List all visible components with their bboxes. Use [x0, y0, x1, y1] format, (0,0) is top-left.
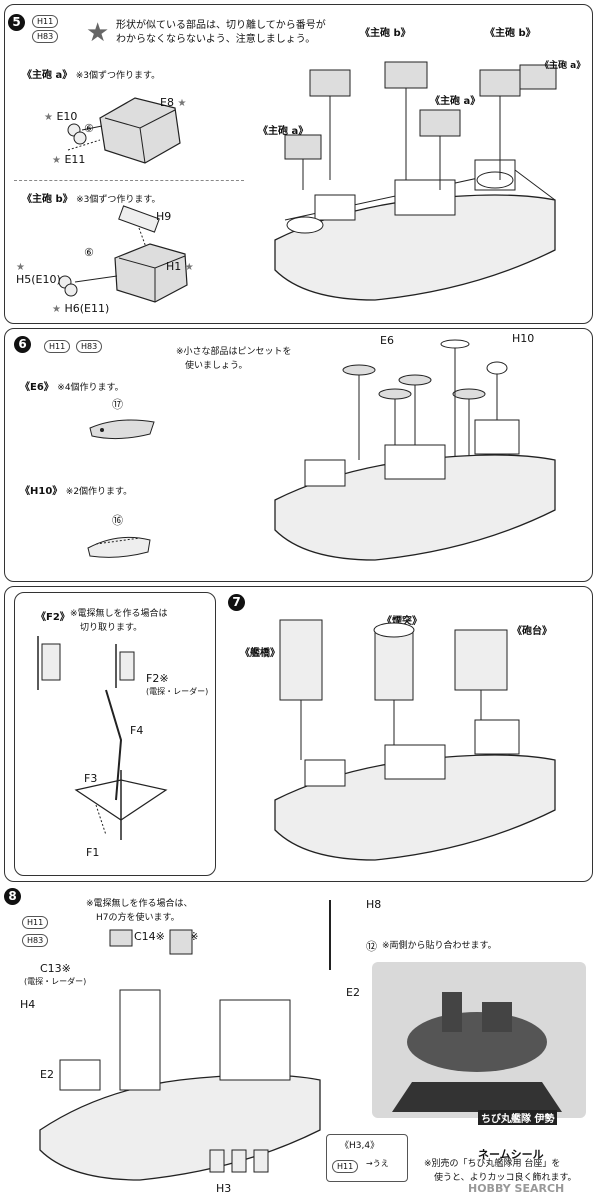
step5-number: 5 — [8, 14, 25, 31]
model-photo-drawing — [392, 992, 562, 1112]
photo-note-line1: ※別売の「ちび丸艦隊用 台座」を — [424, 1159, 561, 1169]
label-c13-sub: (電探・レーダー) — [24, 977, 87, 986]
callout-turret-b-1: 《主砲 b》 — [360, 28, 411, 39]
step5-tag-h11: H11 — [32, 15, 59, 28]
label-f2: F2※ — [146, 672, 169, 685]
step6-tag-h83: H83 — [76, 340, 103, 353]
turret-a-drawing — [67, 97, 181, 164]
e6-part-drawing — [89, 419, 155, 440]
finished-model-photo — [372, 962, 586, 1118]
label-h6: ★ H6(E11) — [52, 302, 110, 315]
step8-note-line2: H7の方を使います。 — [96, 913, 180, 923]
label-f4: F4 — [130, 724, 144, 737]
radar-mast-drawing — [37, 636, 168, 840]
ship-drawing-step8 — [39, 900, 331, 1181]
label-h10: H10 — [512, 332, 535, 345]
step7-left-panel — [14, 592, 216, 876]
label-f2-sub: (電探・レーダー) — [146, 687, 209, 696]
arrow-right-icon: → — [366, 1159, 373, 1168]
h34-inset-arrow-label: →うえ — [366, 1159, 389, 1168]
step5-sub-a-title: 《主砲 a》 ※3個ずつ作ります。 — [22, 70, 161, 81]
label-c14: C14※ — [134, 930, 165, 943]
step8-note-line1: ※電探無しを作る場合は、 — [86, 899, 193, 909]
watermark: HOBBY SEARCH — [468, 1182, 565, 1195]
photo-note-line2: 使うと、よりカッコ良く飾れます。 — [434, 1173, 577, 1183]
step8-tag-h11: H11 — [22, 916, 49, 929]
name-seal-label: ネームシール — [478, 1148, 544, 1161]
seal-number-17: ⑰ — [112, 398, 123, 411]
step6-number: 6 — [14, 336, 31, 353]
callout-turret-b-2: 《主砲 b》 — [485, 28, 536, 39]
label-e2-right: E2 — [346, 986, 360, 999]
star-icon: ★ — [52, 155, 61, 166]
label-h5: ★H5(E10) — [16, 262, 61, 286]
star-icon: ★ — [184, 262, 194, 273]
step7-panel — [4, 586, 593, 882]
display-base-label: ちび丸艦隊 伊勢 — [478, 1110, 558, 1125]
seal-number-16: ⑯ — [112, 514, 123, 527]
label-e10: ★ E10 — [44, 110, 78, 123]
callout-turret-a-1: 《主砲 a》 — [540, 61, 586, 71]
f2-note-line2: 切り取ります。 — [80, 623, 143, 633]
h34-inset-tag: H11 — [332, 1160, 359, 1173]
label-f1: F1 — [86, 846, 100, 859]
turret-b-drawing — [58, 205, 188, 303]
seal-number-6b: ⑥ — [84, 246, 94, 259]
h34-inset — [326, 1134, 408, 1182]
step8-tag-h83: H83 — [22, 934, 49, 947]
star-icon: ★ — [16, 262, 25, 273]
caution-star-icon: ★ — [86, 18, 110, 48]
ship-drawing-step6 — [274, 339, 556, 561]
turret-callouts-step5 — [284, 61, 557, 190]
step8-number: 8 — [4, 888, 21, 905]
label-e6: E6 — [380, 334, 394, 347]
step5-note-line2: わからなくならないよう、注意しましょう。 — [116, 34, 316, 45]
callout-turret-a-2: 《主砲 a》 — [430, 96, 481, 107]
ship-drawing-step5 — [274, 159, 556, 301]
callout-turret-a-3: 《主砲 a》 — [258, 126, 309, 137]
callout-battery: 《砲台》 — [512, 626, 552, 637]
ship-drawing-step7 — [274, 619, 556, 861]
star-icon: ★ — [52, 304, 61, 315]
label-c13: C13※ — [40, 962, 71, 975]
star-icon: ★ — [177, 98, 187, 109]
star-icon: ★ — [44, 112, 53, 123]
label-h3: H3 — [216, 1182, 232, 1195]
n12-note: ※両側から貼り合わせます。 — [382, 941, 497, 951]
seal-number-6a: ⑥ — [84, 122, 94, 135]
step5-sub-b-title: 《主砲 b》 ※3個ずつ作ります。 — [22, 194, 161, 205]
step6-note-line1: ※小さな部品はピンセットを — [176, 347, 292, 357]
label-e2-left: E2 — [40, 1068, 54, 1081]
label-h4: H4 — [20, 998, 36, 1011]
callout-bridge: 《艦橋》 — [240, 648, 280, 659]
step7-number: 7 — [228, 594, 245, 611]
label-h8: H8 — [366, 898, 382, 911]
step5-divider — [14, 180, 244, 181]
step6-note-line2: 使いましょう。 — [185, 361, 248, 371]
callout-funnel: 《煙突》 — [382, 616, 422, 627]
step6-sub-e6: 《E6》 ※4個作ります。 — [20, 382, 124, 393]
step5-tag-h83: H83 — [32, 30, 59, 43]
label-h9: H9 — [156, 210, 172, 223]
step6-sub-h10: 《H10》 ※2個作ります。 — [20, 486, 133, 497]
label-e11: ★ E11 — [52, 153, 86, 166]
label-h1: H1 ★ — [166, 260, 194, 273]
f2-note-line1: ※電探無しを作る場合は — [70, 609, 168, 619]
f2-note-title: 《F2》 — [36, 612, 70, 623]
label-f3: F3 — [84, 772, 98, 785]
h10-part-drawing — [87, 536, 151, 558]
step6-tag-h11: H11 — [44, 340, 71, 353]
seal-number-12: ⑫ — [366, 940, 377, 953]
h34-inset-title: 《H3,4》 — [340, 1141, 380, 1151]
label-e8: E8 ★ — [160, 96, 187, 109]
step5-note-line1: 形状が似ている部品は、切り離してから番号が — [116, 20, 326, 31]
